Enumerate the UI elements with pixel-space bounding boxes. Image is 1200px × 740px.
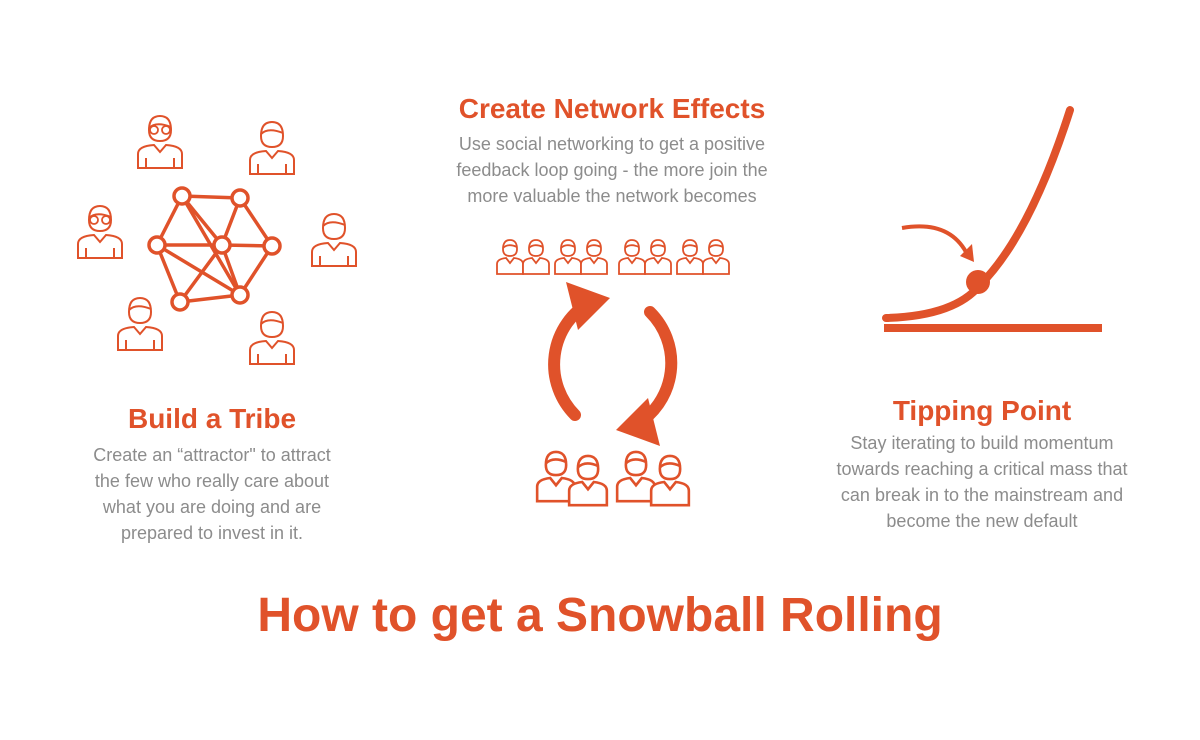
tipping-point-title: Tipping Point [892, 395, 1072, 426]
description-line: the few who really care about [94, 471, 330, 491]
description-line: towards reaching a critical mass that [836, 459, 1128, 479]
description-line: more valuable the network becomes [467, 186, 757, 206]
cycle-arrowheads [566, 282, 660, 446]
network-nodes [147, 186, 282, 312]
person-icon [77, 205, 123, 259]
description-line: feedback loop going - the more join the [456, 160, 768, 180]
person-icon [117, 297, 163, 351]
description-line: can break in to the mainstream and [840, 485, 1124, 505]
main-title: How to get a Snowball Rolling [257, 589, 943, 642]
tipping-curve-icon [882, 106, 1102, 332]
crowd-icon [496, 239, 730, 275]
description-line: what you are doing and are [102, 497, 322, 517]
tipping-point-description: Stay iterating to build momentum towards… [802, 430, 1162, 534]
person-icon [249, 121, 295, 175]
glasses-icon [89, 125, 171, 225]
person-icon [137, 115, 183, 169]
network-effects-description: Use social networking to get a positive … [402, 131, 822, 209]
build-tribe-title: Build a Tribe [127, 403, 297, 434]
description-line: Stay iterating to build momentum [850, 433, 1114, 453]
description-line: prepared to invest in it. [120, 523, 304, 543]
description-line: Create an “attractor" to attract [93, 445, 331, 465]
person-icon [249, 311, 295, 365]
description-line: become the new default [886, 511, 1078, 531]
cycle-arrows-icon [548, 296, 678, 431]
person-icon [311, 213, 357, 267]
build-tribe-description: Create an “attractor" to attract the few… [52, 442, 372, 546]
crowd-icon [535, 450, 691, 507]
description-line: Use social networking to get a positive [458, 134, 766, 154]
network-effects-title: Create Network Effects [458, 93, 766, 124]
